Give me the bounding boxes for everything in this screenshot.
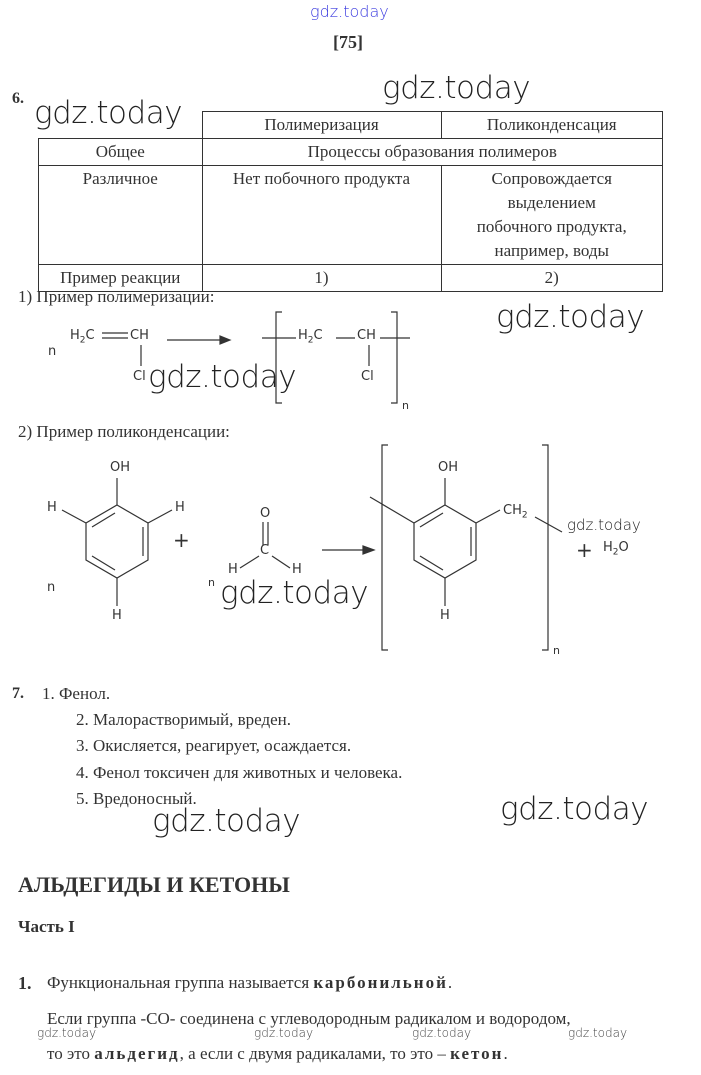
- chem-ch2: CH2: [503, 503, 528, 521]
- table-cell: 2): [440, 264, 663, 292]
- chem-h: H: [112, 608, 122, 623]
- example1-title: 1) Пример полимеризации:: [18, 287, 215, 306]
- watermark: gdz.today: [496, 299, 645, 335]
- task7-item: 1. Фенол.: [42, 684, 111, 703]
- watermark-top: gdz.today: [310, 2, 389, 21]
- section-title: АЛЬДЕГИДЫ И КЕТОНЫ: [18, 872, 290, 897]
- task7-item: 4. Фенол токсичен для животных и человек…: [76, 763, 403, 782]
- chem-o: O: [260, 506, 271, 521]
- watermark: gdz.today: [220, 575, 369, 611]
- chem-h: H: [292, 562, 302, 577]
- watermark: gdz.today: [37, 1026, 97, 1040]
- task7-number: 7.: [12, 685, 24, 702]
- watermark: gdz.today: [568, 1026, 628, 1040]
- cell-line: выделением: [507, 193, 596, 212]
- chem-n: n: [553, 644, 560, 657]
- watermark: gdz.today: [254, 1026, 314, 1040]
- chem-h: H: [228, 562, 238, 577]
- q1-line2: Если группа -СО- соединена с углеводород…: [47, 1009, 571, 1028]
- q1-line1: Функциональная группа называется карбони…: [47, 973, 452, 993]
- example2-title: 2) Пример поликонденсации:: [18, 422, 230, 441]
- chem-ch: CH: [130, 328, 149, 343]
- text: .: [447, 973, 453, 992]
- chem-cl: Cl: [361, 369, 374, 384]
- chem-n: n: [208, 576, 215, 589]
- chem-n: n: [48, 344, 57, 359]
- q1-number: 1.: [18, 973, 32, 993]
- task6-number: 6.: [12, 90, 24, 107]
- table-cell: Сопровождается выделением побочного продук…: [440, 165, 663, 265]
- header-cell: Поликонденсация: [440, 111, 663, 139]
- text: , а если с двумя радикалами, то это –: [179, 1044, 451, 1063]
- watermark: gdz.today: [382, 70, 531, 106]
- chem-h: H: [47, 500, 57, 515]
- chem-oh: OH: [110, 460, 131, 475]
- task7-item: 3. Окисляется, реагирует, осаждается.: [76, 736, 352, 755]
- chem-oh: OH: [438, 460, 459, 475]
- chem-ch: CH: [357, 328, 376, 343]
- chem-h: H: [440, 608, 450, 623]
- chem-n: n: [47, 580, 56, 595]
- table-cell: Нет побочного продукта: [201, 165, 442, 265]
- chem-cl: Cl: [133, 369, 146, 384]
- task7-item: 5. Вредоносный.: [76, 789, 197, 808]
- chem-h: H: [175, 500, 185, 515]
- chem-h2c: H2C: [70, 328, 95, 346]
- header-cell: Полимеризация: [201, 111, 442, 139]
- chem-h2o: H2O: [603, 540, 629, 558]
- text: .: [503, 1044, 508, 1063]
- watermark: gdz.today: [500, 791, 649, 827]
- cell-line: например, воды: [494, 241, 609, 260]
- chem-plus: +: [173, 528, 190, 552]
- text: то это: [47, 1044, 95, 1063]
- task7-item: 2. Малорастворимый, вреден.: [76, 710, 291, 729]
- watermark: gdz.today: [148, 359, 297, 395]
- text: Функциональная группа называется: [47, 973, 314, 992]
- q1-line3: то это альдегид, а если с двумя радикала…: [47, 1044, 508, 1064]
- cell-line: побочного продукта,: [476, 217, 627, 236]
- page-number: [75]: [333, 32, 363, 52]
- row-label: Пример реакции: [38, 264, 203, 292]
- term-bold: альдегид: [94, 1044, 180, 1063]
- term-bold: карбонильной: [313, 973, 448, 992]
- watermark: gdz.today: [567, 516, 641, 534]
- chem-h2c: H2C: [298, 328, 323, 346]
- chem-c: C: [260, 543, 270, 558]
- table-cell: Процессы образования полимеров: [201, 138, 663, 166]
- watermark: gdz.today: [34, 95, 183, 131]
- section-part: Часть I: [18, 917, 75, 936]
- chem-n: n: [402, 399, 409, 412]
- watermark: gdz.today: [412, 1026, 472, 1040]
- cell-line: Сопровождается: [491, 169, 612, 188]
- reaction-diagrams: [61, 311, 563, 651]
- term-bold: кетон: [450, 1044, 504, 1063]
- table-cell: 1): [201, 264, 442, 292]
- watermark: gdz.today: [152, 803, 301, 839]
- chem-plus: +: [576, 538, 593, 562]
